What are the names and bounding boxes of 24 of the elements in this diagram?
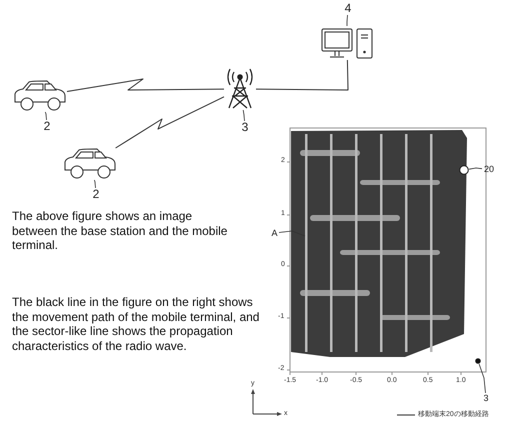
car-icon — [63, 148, 117, 180]
radio-link — [66, 78, 224, 92]
callout-number: 2 — [42, 120, 52, 133]
leader-line — [94, 180, 96, 188]
callout-number: 3 — [482, 393, 490, 403]
computer-icon — [320, 26, 374, 60]
leader-line — [346, 14, 348, 26]
connection-line — [256, 60, 348, 90]
callout-number: A — [270, 227, 279, 239]
callout-number: 3 — [240, 121, 250, 134]
leader-line — [468, 168, 482, 170]
car-icon — [13, 80, 67, 112]
leader-line — [44, 112, 47, 120]
marker-dot — [459, 165, 469, 175]
callout-number: 2 — [91, 188, 101, 201]
callout-number: 4 — [343, 2, 353, 15]
paragraph: The black line in the figure on the right shows the movement path of the mobile terminal, and the sector-like line shows the propagation characteristics of the radio wave. — [12, 295, 260, 353]
leader-line — [478, 364, 486, 394]
radio-link — [115, 96, 224, 148]
callout-number: 20 — [482, 165, 496, 174]
paragraph: The above figure shows an image between the base station and the mobile terminal. — [12, 209, 228, 252]
leader-line — [278, 230, 306, 236]
marker-dot — [475, 358, 481, 364]
leader-line — [242, 110, 245, 122]
